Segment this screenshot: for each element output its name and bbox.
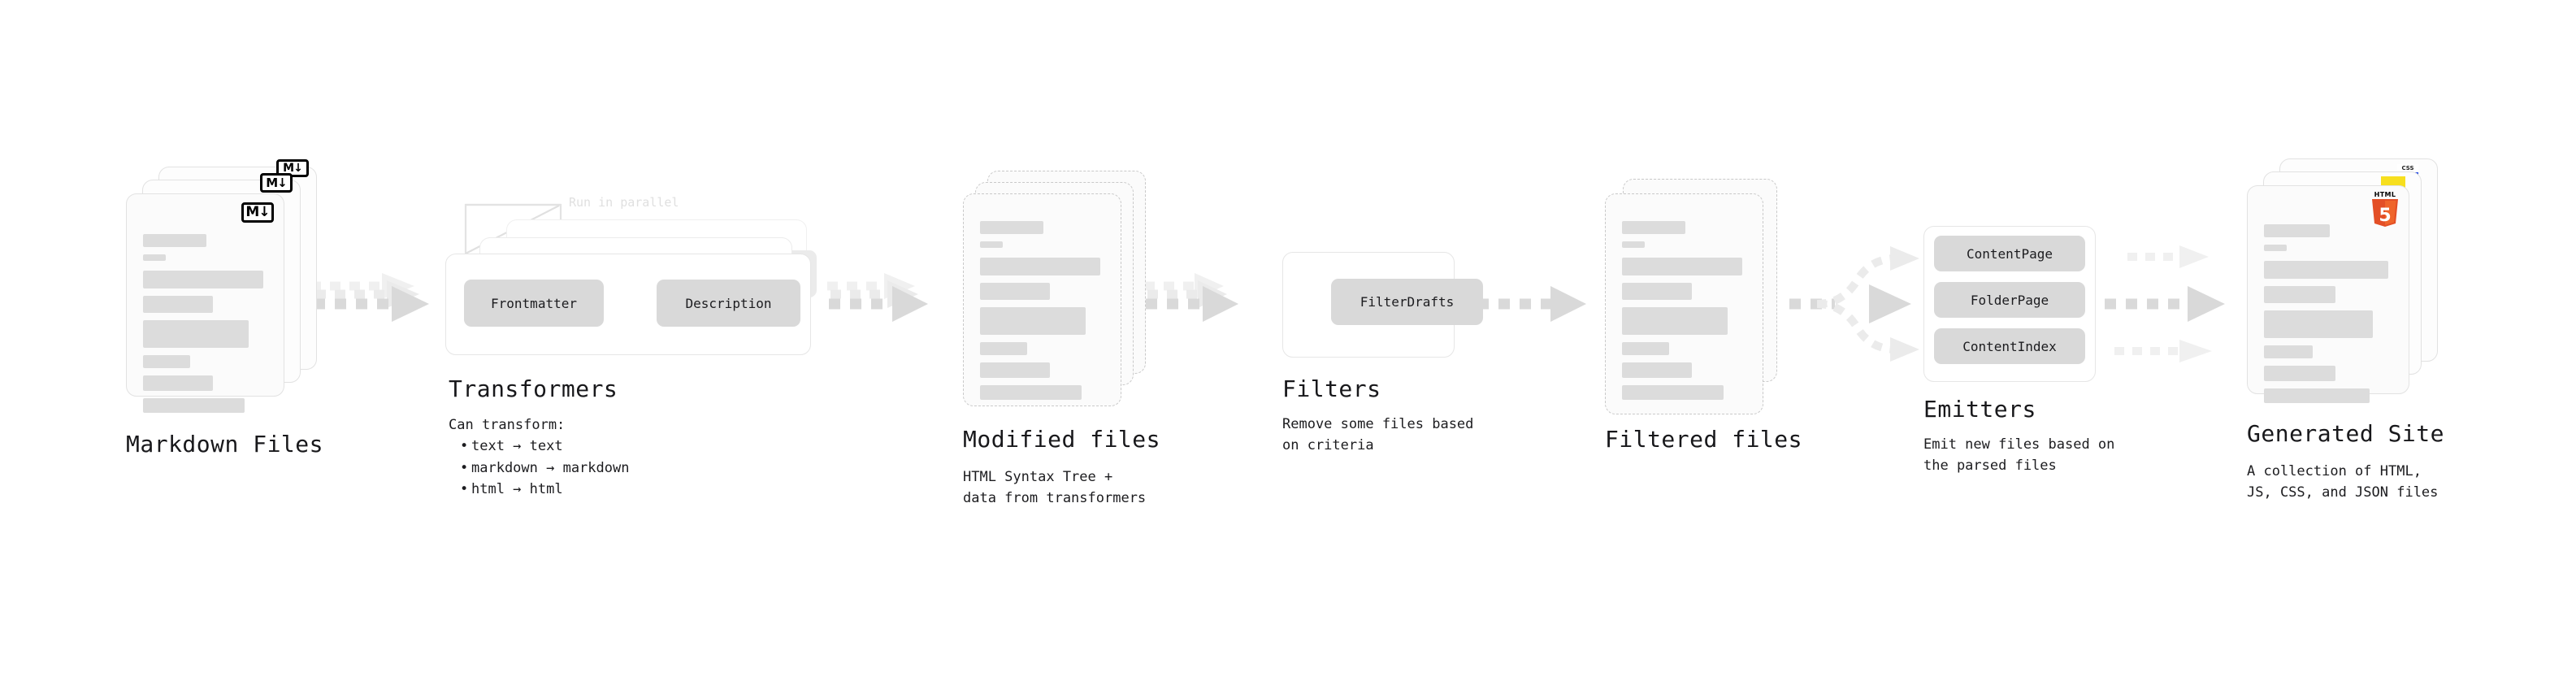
markdown-badge-front: M↓ (241, 202, 274, 223)
svg-text:5: 5 (2379, 206, 2391, 226)
html5-badge: HTML 5 (2370, 191, 2400, 227)
arrow-filters-to-filtered (1477, 286, 1586, 322)
emitters-title: Emitters (1923, 396, 2036, 423)
emitters-pill-contentindex[interactable]: ContentIndex (1934, 328, 2085, 364)
arrow-markdown-to-transformers (310, 273, 429, 322)
markdown-badge-back-2: M↓ (276, 159, 309, 177)
transformers-bullet-list: text → text markdown → markdown html → h… (449, 436, 629, 500)
generated-site-card-front: HTML 5 (2247, 185, 2409, 403)
arrow-emitters-to-site (2105, 245, 2225, 362)
arrow-filtered-to-emitters (1789, 246, 1919, 362)
filters-pill-filterdrafts[interactable]: FilterDrafts (1331, 279, 1483, 325)
transformer-pill-description[interactable]: Description (657, 280, 800, 327)
arrow-modified-to-filters (1144, 273, 1238, 322)
arrow-transformers-to-modified (827, 273, 928, 322)
run-in-parallel-label: Run in parallel (569, 195, 679, 210)
modified-file-card-front (963, 193, 1121, 406)
filtered-file-content-lines (1622, 221, 1746, 407)
modified-files-desc: HTML Syntax Tree + data from transformer… (963, 469, 1147, 506)
markdown-files-title: Markdown Files (126, 431, 324, 458)
html5-word-label: HTML (2374, 191, 2396, 198)
emitters-pill-folderpage[interactable]: FolderPage (1934, 282, 2085, 318)
markdown-file-content-lines (143, 234, 267, 420)
filters-title: Filters (1282, 375, 1381, 402)
generated-site-title: Generated Site (2247, 420, 2445, 447)
transformer-bullet: text → text (460, 436, 629, 457)
html5-shield-icon: 5 (2372, 199, 2398, 227)
filters-desc: Remove some files based on criteria (1282, 416, 1474, 453)
generated-site-stack: CSS HTML 5 (2247, 158, 2458, 410)
modified-file-content-lines (980, 221, 1104, 407)
modified-files-title: Modified files (963, 426, 1161, 453)
generated-site-content-lines (2264, 224, 2392, 410)
transformers-title: Transformers (449, 375, 618, 402)
filtered-file-card-front (1605, 193, 1763, 414)
markdown-files-stack: M↓ M↓ M↓ (126, 159, 321, 413)
filtered-files-stack (1605, 179, 1800, 423)
transformers-capabilities: Can transform: text → text markdown → ma… (449, 414, 629, 500)
transformer-bullet: html → html (460, 479, 629, 500)
transformer-pill-frontmatter[interactable]: Frontmatter (464, 280, 604, 327)
markdown-file-card-front: M↓ (126, 193, 284, 413)
filtered-files-title: Filtered files (1605, 426, 1803, 453)
modified-files-stack (963, 171, 1158, 414)
transformer-bullet: markdown → markdown (460, 458, 629, 479)
transformers-lead: Can transform: (449, 417, 566, 433)
markdown-badge-back-1: M↓ (260, 173, 293, 193)
emitters-desc: Emit new files based on the parsed files (1923, 436, 2115, 474)
generated-site-desc: A collection of HTML, JS, CSS, and JSON … (2247, 463, 2439, 501)
transformers-stack: Frontmatter Description Frontmatter Desc… (445, 219, 835, 366)
emitters-pill-contentpage[interactable]: ContentPage (1934, 236, 2085, 271)
